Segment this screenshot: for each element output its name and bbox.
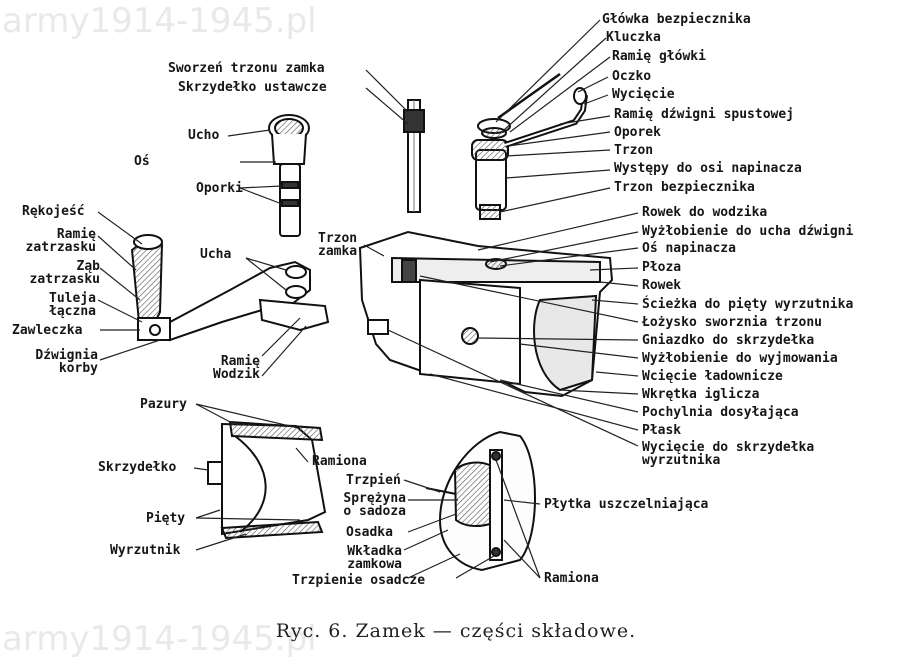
label-lozysko-sworznia-trzonu: Łożysko sworznia trzonu xyxy=(642,315,823,330)
label-piety: Pięty xyxy=(146,511,186,526)
label-plytka-uszczelniajaca: Płytka uszczelniająca xyxy=(544,497,709,512)
label-ramiona: Ramiona xyxy=(312,454,367,469)
label-wyciecie-do-skrzydelka-wyrzutnika: Wycięcie do skrzydełka wyrzutnika xyxy=(642,440,815,468)
axle-part xyxy=(268,114,310,237)
label-os: Oś xyxy=(134,154,150,169)
label-ramie-zatrzasku: Ramię zatrzasku xyxy=(25,227,96,255)
label-trzon-bezpiecznika: Trzon bezpiecznika xyxy=(614,180,755,195)
leader-lines xyxy=(97,19,639,579)
label-oczko: Oczko xyxy=(612,69,652,84)
label-ucho: Ucho xyxy=(188,128,220,143)
label-ramie-wodzik: Ramię Wodzik xyxy=(213,354,260,382)
label-osadka: Osadka xyxy=(346,525,393,540)
label-os-napinacza: Oś napinacza xyxy=(642,241,736,256)
label-trzon: Trzon xyxy=(614,143,654,158)
label-ramie-dzwigni-spustowej: Ramię dźwigni spustowej xyxy=(614,107,795,122)
label-trzpienie-osadcze: Trzpienie osadcze xyxy=(292,573,426,588)
label-skrzydelko: Skrzydełko xyxy=(98,460,177,475)
label-sworzen-trzonu-zamka: Sworzeń trzonu zamka xyxy=(168,61,325,76)
label-oporki: Oporki xyxy=(196,181,243,196)
breech-insert-part xyxy=(425,430,536,572)
label-wystepy-do-osi-napinacza: Występy do osi napinacza xyxy=(614,161,802,176)
label-kluczka: Kluczka xyxy=(606,30,661,45)
label-trzon-zamka: Trzon zamka xyxy=(318,231,358,259)
label-wyzlobienie-do-ucha-dzwigni: Wyżłobienie do ucha dźwigni xyxy=(642,224,854,239)
label-trzpien: Trzpień xyxy=(346,473,401,488)
watermark-top: army1914-1945.pl xyxy=(2,1,317,41)
label-ramiona-2: Ramiona xyxy=(544,571,599,586)
label-skrzydelko-ustawcze: Skrzydełko ustawcze xyxy=(178,80,327,95)
label-tuleja-laczna: Tuleja łączna xyxy=(49,291,96,319)
label-sciezka-do-piety-wyrzutnika: Ścieżka do pięty wyrzutnika xyxy=(642,297,854,312)
label-zawleczka: Zawleczka xyxy=(12,323,83,338)
label-gniazdko-do-skrzydelka: Gniazdko do skrzydełka xyxy=(642,333,815,348)
label-plask: Płask xyxy=(642,423,682,438)
label-wciecie-ladownicze: Wcięcie ładownicze xyxy=(642,369,783,384)
label-wyrzutnik: Wyrzutnik xyxy=(110,543,181,558)
label-ucha: Ucha xyxy=(200,247,232,262)
watermark-bottom: army1914-1945.pl xyxy=(2,619,317,659)
label-ploza: Płoza xyxy=(642,260,682,275)
label-zab-zatrzasku: Ząb zatrzasku xyxy=(29,259,100,287)
label-dzwignia-korby: Dźwignia korby xyxy=(35,348,98,376)
label-pochylnia-dosylajaca: Pochylnia dosyłająca xyxy=(642,405,799,420)
label-oporek: Oporek xyxy=(614,125,661,140)
label-rekojesc: Rękojeść xyxy=(22,204,85,219)
label-rowek: Rowek xyxy=(642,278,682,293)
figure-caption: Ryc. 6. Zamek — części składowe. xyxy=(275,620,637,642)
label-wkladka-zamkowa: Wkładka zamkowa xyxy=(347,544,402,572)
label-wkretka-iglicza: Wkrętka iglicza xyxy=(642,387,760,402)
label-glowka-bezpiecznika: Główka bezpiecznika xyxy=(602,12,751,27)
extractor-part xyxy=(207,420,327,540)
label-ramie-glowki: Ramię główki xyxy=(612,49,706,64)
label-wyciecie: Wycięcie xyxy=(612,87,675,102)
label-wyzlobienie-do-wyjmowania: Wyżłobienie do wyjmowania xyxy=(642,351,838,366)
label-sprezyna-o-sadoza: Sprężyna o sadoza xyxy=(343,491,406,519)
bolt-body-part xyxy=(358,230,614,398)
bolt-pin-part xyxy=(403,99,425,213)
label-rowek-do-wodzika: Rowek do wodzika xyxy=(642,205,768,220)
label-pazury: Pazury xyxy=(140,397,187,412)
